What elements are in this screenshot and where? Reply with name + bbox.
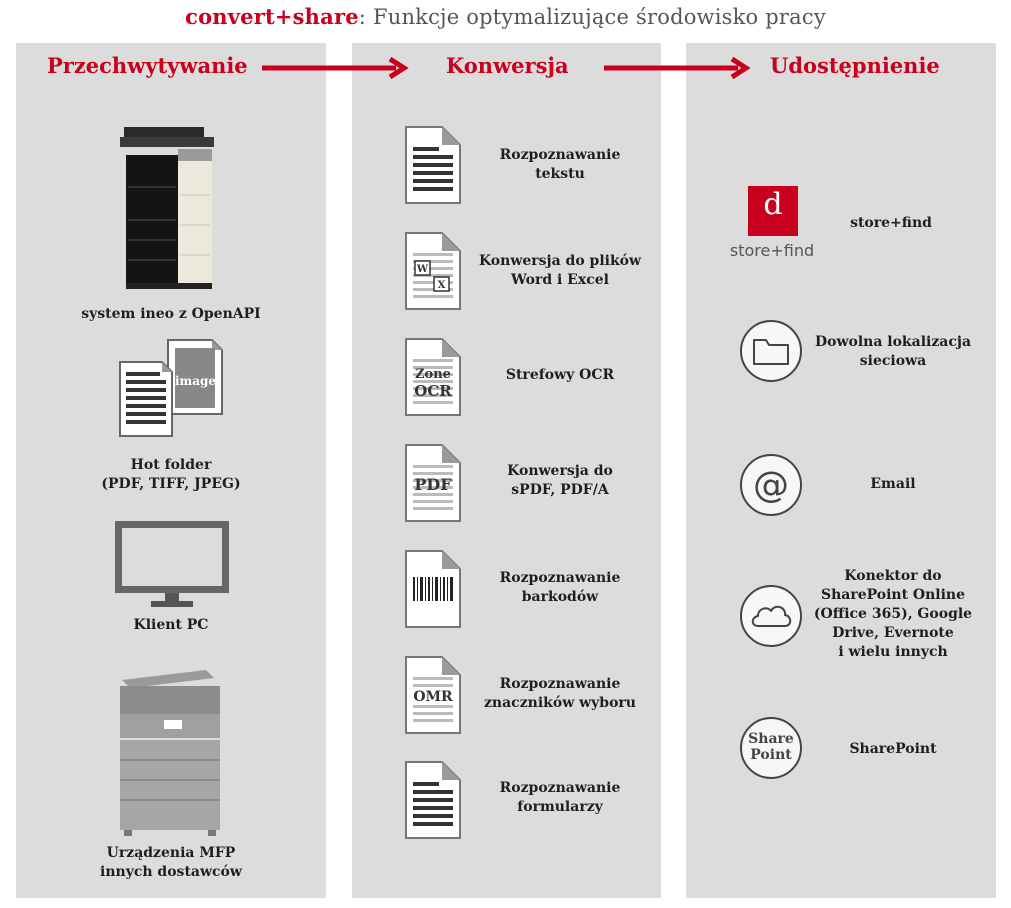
omr-label-2: znaczników wyboru	[483, 695, 636, 711]
cloud-circle	[740, 585, 802, 647]
connector-label-4: Drive, Evernote	[832, 625, 954, 641]
zone-word: Zone	[415, 367, 451, 382]
pdf-document-icon	[405, 444, 461, 522]
text-document-icon	[405, 126, 461, 204]
capture-header: Przechwytywanie	[47, 53, 248, 78]
share-column	[686, 43, 996, 898]
network-label-2: sieciowa	[859, 353, 927, 369]
svg-text:W: W	[416, 264, 429, 275]
barcode-label-2: barkodów	[521, 589, 599, 605]
zone-ocr-document-icon	[405, 338, 461, 416]
email-circle	[740, 454, 802, 516]
zone-ocr-label: Strefowy OCR	[505, 367, 615, 383]
pdf-label-2: sPDF, PDF/A	[511, 482, 609, 498]
convert-header: Konwersja	[446, 53, 569, 78]
hot-folder-label-1: Hot folder	[130, 457, 212, 473]
omr-label-1: Rozpoznawanie	[499, 676, 621, 692]
pdf-label-1: Konwersja do	[507, 463, 613, 479]
svg-text:X: X	[438, 280, 446, 291]
form-label-2: formularzy	[517, 799, 603, 815]
ocr-label-1: Rozpoznawanie	[499, 147, 621, 163]
sharepoint-label: SharePoint	[849, 741, 937, 757]
sharepoint-circle: Share Point	[740, 717, 802, 779]
barcode-document-icon	[405, 550, 461, 628]
omr-document-icon	[405, 656, 461, 734]
word-excel-document-icon: W X	[405, 232, 461, 310]
network-circle	[740, 320, 802, 382]
word-label-2: Word i Excel	[511, 272, 609, 288]
email-label: Email	[870, 476, 916, 492]
svg-text:@: @	[753, 465, 789, 506]
ocr-label-2: tekstu	[535, 166, 585, 182]
store-find-logo-icon: d	[748, 186, 798, 236]
connector-label-1: Konektor do	[844, 568, 942, 584]
folder-icon	[753, 339, 789, 365]
ocr-word: OCR	[414, 382, 452, 400]
share-header: Udostępnienie	[770, 53, 940, 78]
flow-arrow-2	[604, 56, 751, 80]
convert-column	[352, 43, 661, 898]
barcode-label-1: Rozpoznawanie	[499, 570, 621, 586]
omr-word: OMR	[413, 689, 453, 705]
store-find-label: store+find	[850, 215, 932, 231]
hot-folder-label-2: (PDF, TIFF, JPEG)	[101, 476, 241, 492]
pc-monitor-icon	[115, 521, 229, 607]
image-word: image	[175, 374, 217, 388]
word-label-1: Konwersja do plików	[478, 253, 642, 269]
title-separator: :	[358, 5, 367, 29]
title-brand: convert+share	[185, 4, 359, 29]
other-mfp-icon	[120, 670, 220, 836]
sharepoint-word-2: Point	[750, 747, 792, 763]
mfp-label-2: innych dostawców	[100, 864, 242, 880]
connector-label-2: SharePoint Online	[820, 587, 966, 603]
pc-label: Klient PC	[133, 617, 209, 633]
title-text: Funkcje optymalizujące środowisko pracy	[366, 5, 826, 29]
page-title: convert+share: Funkcje optymalizujące śr…	[0, 4, 1011, 29]
form-label-1: Rozpoznawanie	[499, 780, 621, 796]
network-label-1: Dowolna lokalizacja	[814, 334, 972, 350]
logo-text: store+find	[729, 241, 815, 260]
form-document-icon	[405, 761, 461, 839]
cloud-icon	[751, 605, 792, 627]
flow-arrow-1	[262, 56, 409, 80]
at-sign-icon: @	[753, 465, 789, 506]
pdf-word: PDF	[414, 475, 452, 494]
ineo-label: system ineo z OpenAPI	[81, 306, 261, 322]
logo-letter: d	[763, 187, 783, 222]
hot-folder-icon	[119, 339, 223, 437]
connector-label-5: i wielu innych	[838, 644, 948, 660]
mfp-label-1: Urządzenia MFP	[106, 845, 236, 861]
sharepoint-word-1: Share	[748, 731, 794, 747]
connector-label-3: (Office 365), Google	[813, 606, 973, 622]
ineo-mfp-icon	[120, 127, 214, 289]
